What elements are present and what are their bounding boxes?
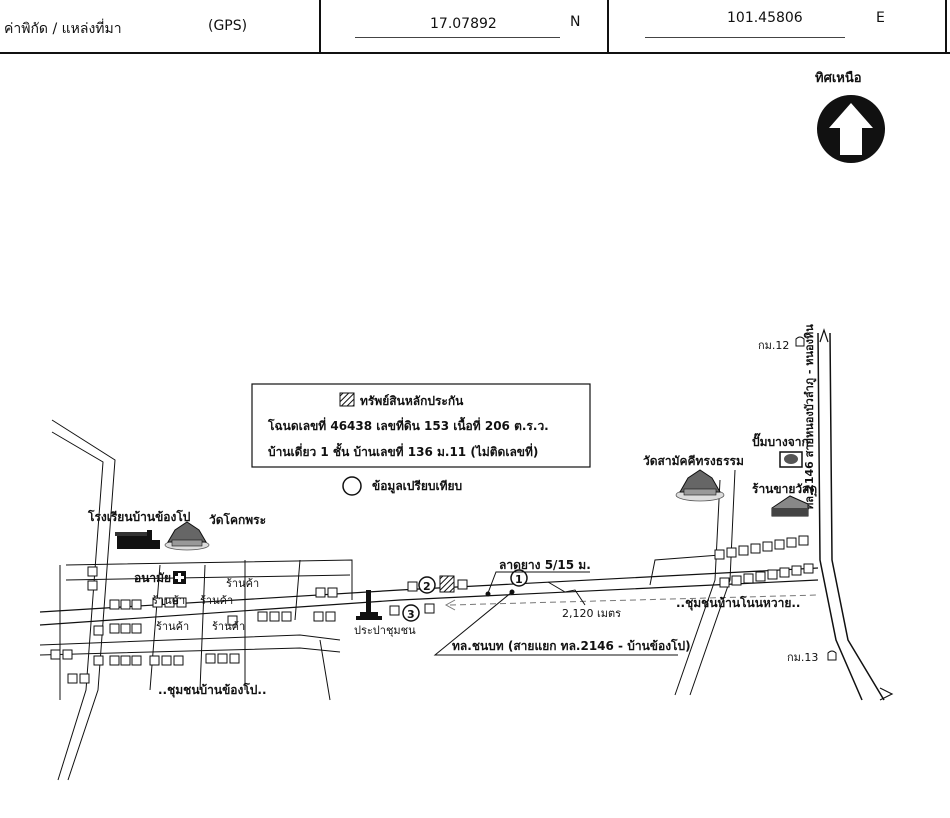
comparison-marker-1: 1 [510, 569, 528, 587]
store-icon [771, 495, 809, 517]
distance-line [449, 594, 819, 606]
wat-left-label: วัดโคกพระ [209, 512, 266, 527]
svg-text:2: 2 [423, 580, 431, 593]
school-icon [115, 530, 160, 549]
svg-text:3: 3 [407, 608, 415, 621]
km-post-icon [795, 336, 805, 347]
water-tower-icon [356, 590, 382, 620]
coord-source: (GPS) [208, 18, 248, 34]
coord-label: ค่าพิกัด / แหล่งที่มา [4, 21, 122, 37]
school-label: โรงเรียนบ้านข้องโป [87, 509, 191, 524]
local-roads [39, 419, 736, 781]
shop-label-4: ร้านค้า [212, 620, 245, 633]
north-label: ทิศเหนือ [815, 70, 862, 86]
latitude-unit: N [570, 14, 581, 30]
legend-house: บ้านเดี่ยว 1 ชั้น บ้านเลขที่ 136 ม.11 (ไ… [268, 442, 538, 459]
community-left-label: ..ชุมชนบ้านข้องโป.. [158, 682, 267, 698]
highway-label: ทล.2146 สายหนองบัวลำภู - หนองหิน [803, 324, 817, 510]
shop-label-1: ร้านค้า [226, 577, 259, 590]
road-name-label: ทล.ชนบท (สายแยก ทล.2146 - บ้านข้องโป) [452, 638, 691, 653]
shop-label-2: ร้านค้า [200, 594, 233, 607]
road-surface-label: ลาดยาง 5/15 ม. [499, 558, 591, 572]
community-right-label: ..ชุมชนบ้านโนนหวาย.. [676, 595, 800, 611]
construction-shop-label: ร้านขายวัสดุ [752, 482, 817, 497]
collateral-property [439, 575, 455, 593]
km13-label: กม.13 [787, 651, 818, 664]
north-arrow-icon [817, 95, 885, 163]
longitude-unit: E [876, 10, 885, 26]
temple-icon [164, 521, 210, 551]
comparison-marker-2: 2 [418, 576, 436, 594]
svg-text:1: 1 [515, 573, 523, 586]
water-supply-label: ประปาชุมชน [354, 624, 416, 637]
legend-comparison: ข้อมูลเปรียบเทียบ [372, 479, 462, 494]
wat-right-label: วัดสามัคคีทรงธรรม [643, 454, 744, 468]
gas-station-icon [779, 451, 803, 468]
latitude-underline [355, 37, 560, 38]
km12-label: กม.12 [758, 339, 789, 352]
road-pointers [433, 571, 678, 656]
latitude-value: 17.07892 [430, 16, 497, 32]
longitude-value: 101.45806 [727, 10, 803, 26]
comparison-marker-3: 3 [402, 604, 420, 622]
longitude-underline [645, 37, 845, 38]
shop-label-3: ร้านค้า [156, 620, 189, 633]
health-center-icon [173, 571, 186, 584]
km-post-icon [827, 650, 837, 661]
header-divider [319, 0, 321, 52]
distance-label: 2,120 เมตร [562, 607, 621, 620]
health-center-label: อนามัย [134, 571, 171, 585]
comparison-symbol [342, 476, 362, 496]
shop-label-5: ร้านค้า [152, 594, 185, 607]
collateral-symbol [339, 392, 355, 407]
legend-box [251, 383, 591, 468]
coordinate-header: ค่าพิกัด / แหล่งที่มา (GPS) 17.07892 N 1… [0, 0, 950, 54]
highway-2146 [817, 328, 894, 701]
temple-icon [675, 469, 725, 502]
legend-collateral: ทรัพย์สินหลักประกัน [360, 394, 464, 408]
header-divider [945, 0, 947, 52]
gas-station-label: ปั๊มบางจาก [752, 432, 809, 449]
legend-deed: โฉนดเลขที่ 46438 เลขที่ดิน 153 เนื้อที่ … [267, 416, 549, 433]
header-divider [607, 0, 609, 52]
